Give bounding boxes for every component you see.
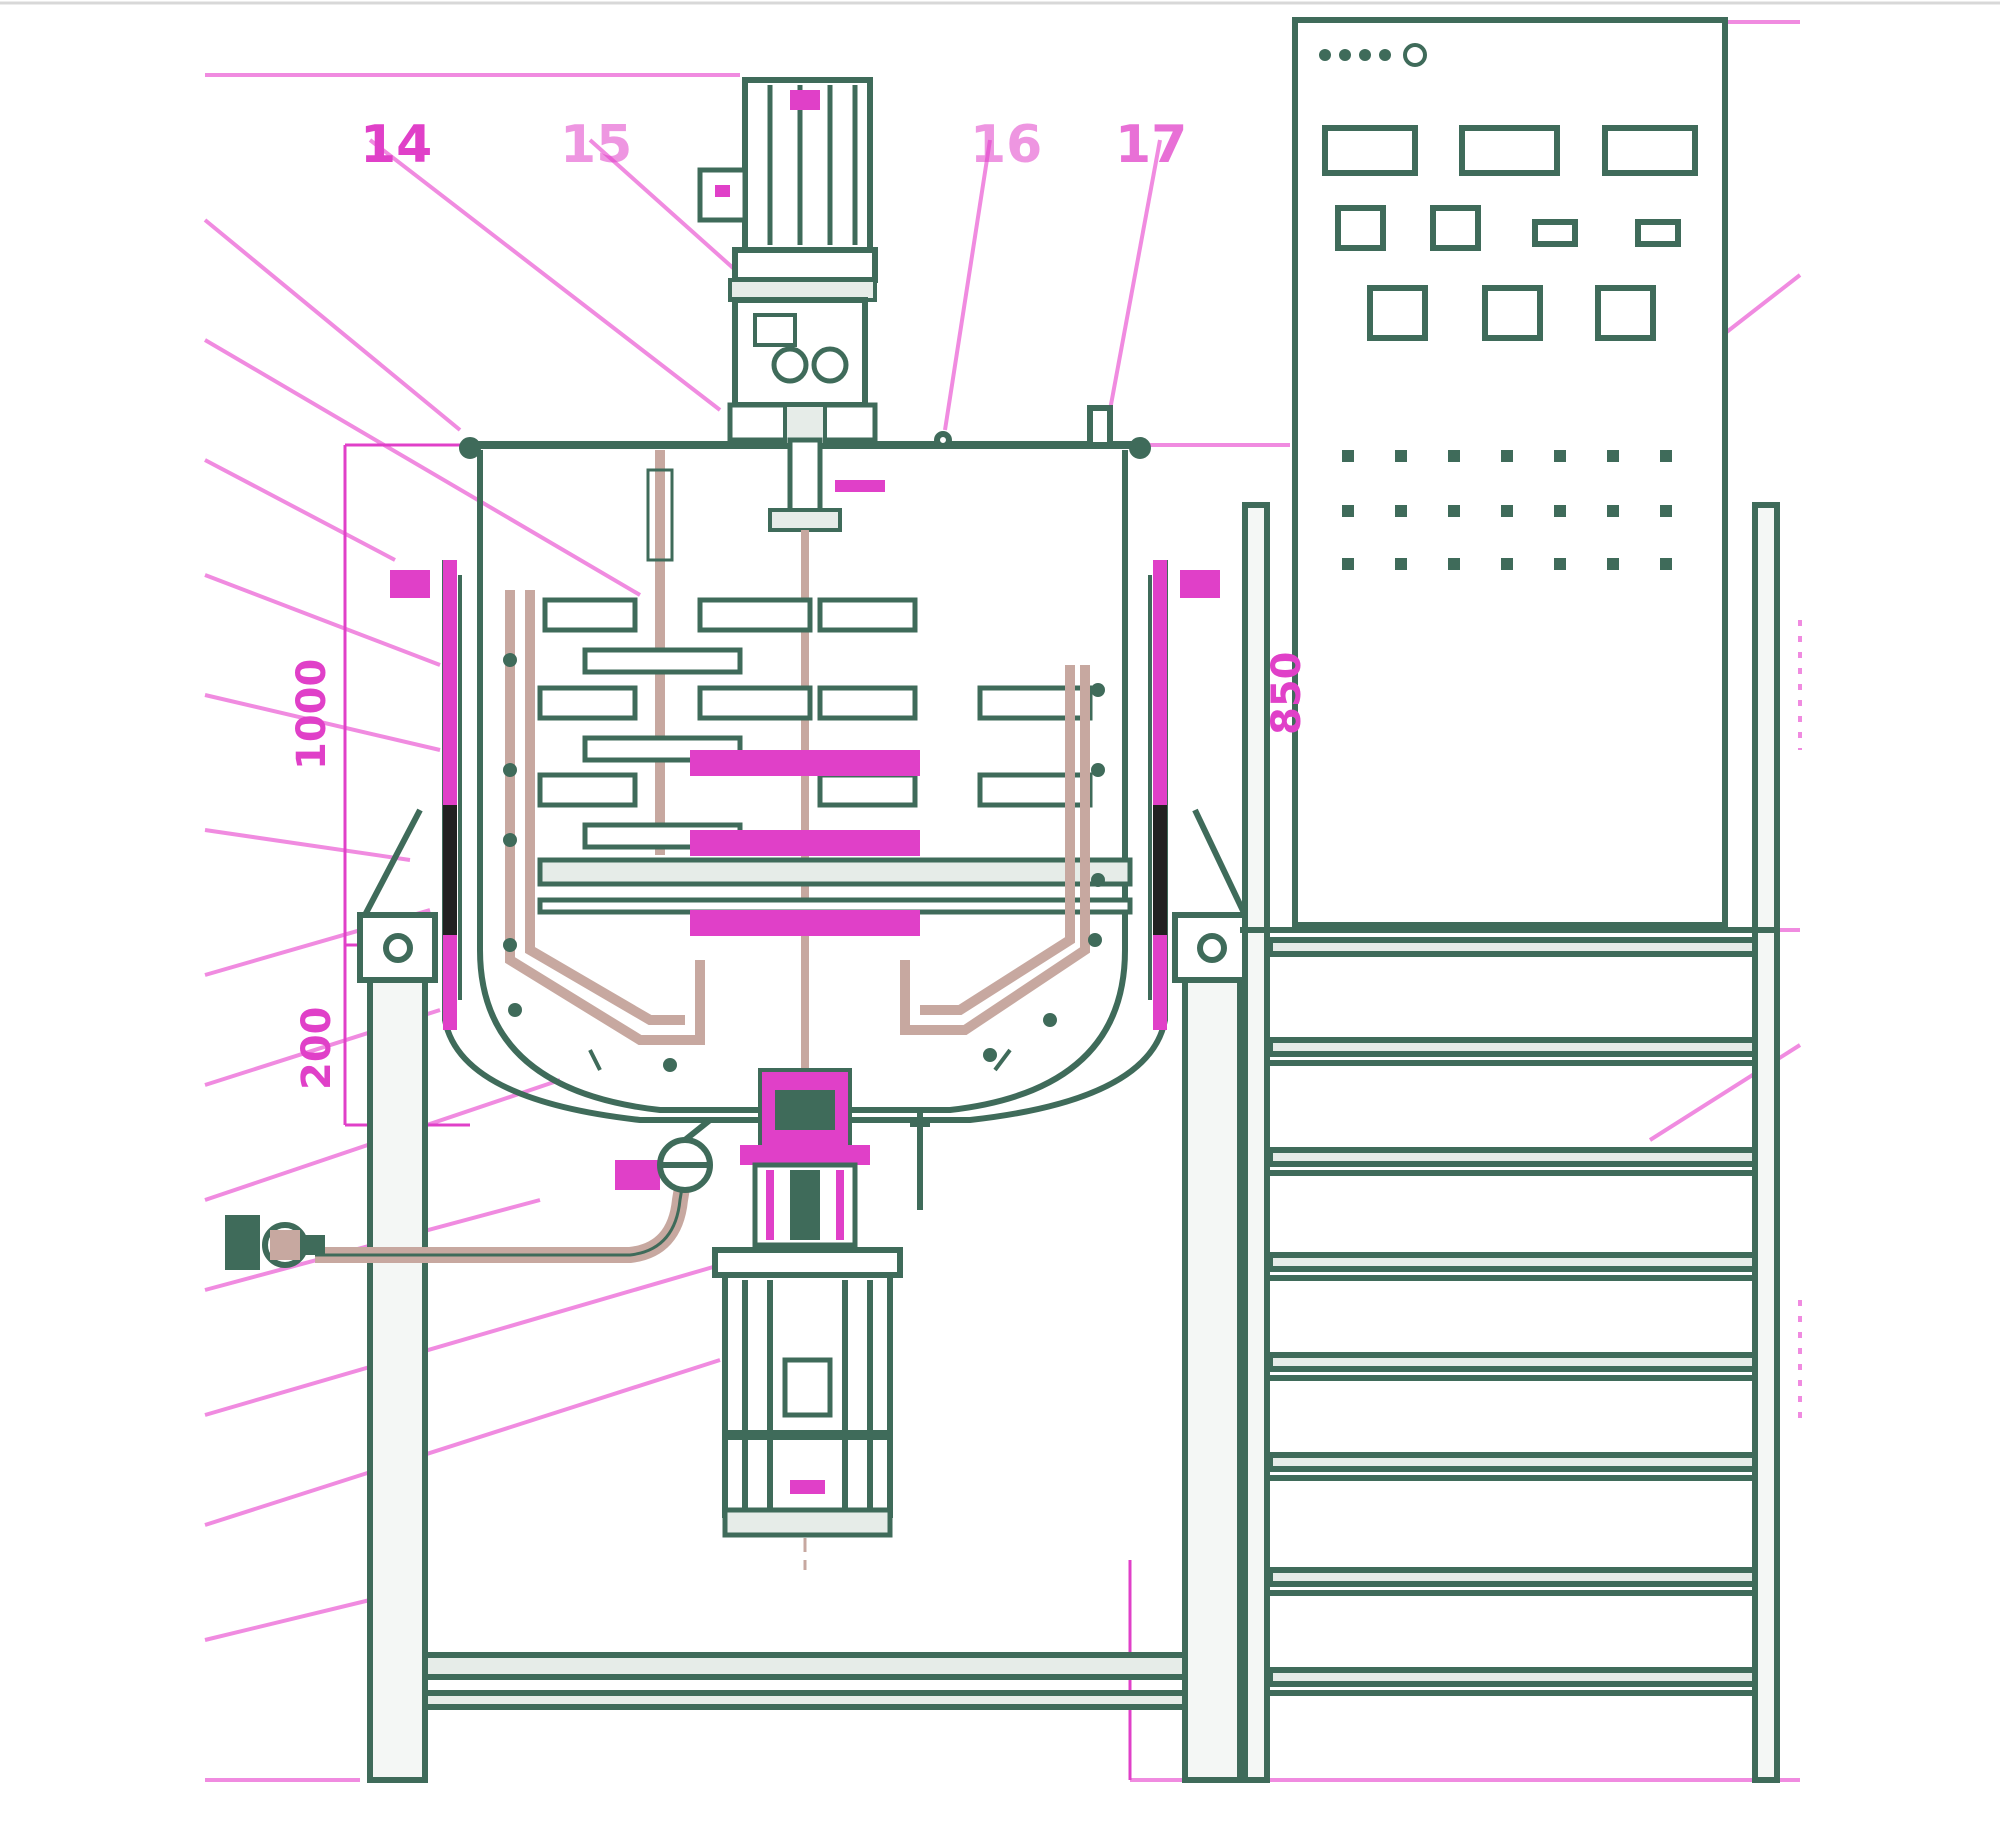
top-nozzles	[934, 405, 1113, 449]
panel-indicator-dots	[1319, 49, 1391, 61]
outlet-pipe	[225, 1110, 930, 1270]
jacket-black-sections	[443, 805, 1167, 935]
scraper-arms	[505, 590, 1090, 1045]
drain-valve-icon	[225, 1215, 325, 1270]
bottom-homogenizer	[740, 1068, 870, 1248]
panel-terminal-grid	[1342, 450, 1672, 570]
ladder-icon	[1240, 502, 1780, 1783]
callout-17: 17	[1115, 115, 1187, 175]
callout-16: 16	[970, 115, 1042, 175]
panel-buttons	[1367, 285, 1656, 341]
scraper-blades	[503, 653, 1105, 1072]
homogenizer-blades	[690, 750, 920, 936]
callout-15: 15	[560, 115, 632, 175]
support-frame	[357, 808, 1253, 1783]
panel-meters	[1322, 125, 1698, 176]
valve-icon	[657, 1117, 713, 1193]
dimension-height-lower: 200	[294, 1007, 340, 1091]
panel-switches	[1335, 205, 1681, 251]
jacket-inlet-right	[1180, 570, 1220, 598]
callout-14: 14	[360, 115, 432, 175]
jacket-inlet-left	[390, 570, 430, 598]
heating-jacket	[443, 560, 1167, 1030]
control-panel-icon	[1292, 17, 1728, 928]
dimension-height-right: 850	[1264, 652, 1310, 736]
agitator-paddles	[537, 597, 1133, 915]
dimension-height-main: 1000	[289, 659, 335, 770]
bottom-motor	[712, 1247, 903, 1538]
